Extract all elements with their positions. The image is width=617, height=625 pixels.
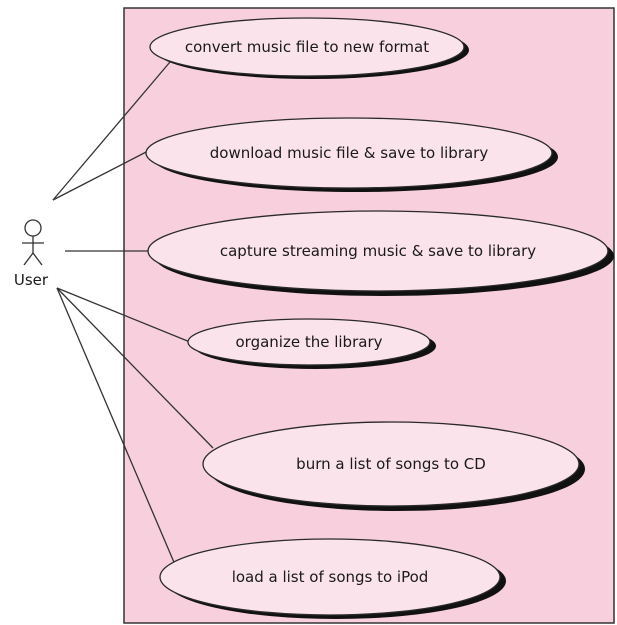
association-download — [52, 149, 151, 201]
use-case-burn-label: burn a list of songs to CD — [296, 455, 486, 473]
use-case-convert-label: convert music file to new format — [185, 38, 429, 56]
association-burn — [56, 287, 214, 449]
use-case-load-label: load a list of songs to iPod — [232, 568, 429, 586]
use-case-organize-label: organize the library — [236, 333, 383, 351]
use-case-load-ellipse — [159, 538, 501, 616]
use-case-download: download music file & save to library — [145, 117, 558, 192]
use-case-organize-ellipse — [187, 318, 431, 366]
use-case-organize: organize the library — [187, 318, 436, 369]
associations — [52, 61, 214, 568]
use-case-download-ellipse — [145, 117, 553, 189]
stick-figure-icon — [22, 219, 44, 266]
use-case-capture: capture streaming music & save to librar… — [147, 210, 614, 296]
use-case-download-label: download music file & save to library — [210, 144, 489, 162]
use-case-capture-label: capture streaming music & save to librar… — [220, 242, 536, 260]
association-convert — [52, 61, 171, 201]
use-case-burn-ellipse — [202, 421, 580, 507]
use-case-convert: convert music file to new format — [149, 17, 469, 79]
use-case-load: load a list of songs to iPod — [159, 538, 506, 619]
use-case-burn: burn a list of songs to CD — [202, 421, 585, 511]
use-case-convert-ellipse — [149, 17, 465, 77]
association-organize — [56, 287, 191, 343]
association-load — [56, 287, 177, 568]
actor-label: User — [14, 271, 49, 289]
use-case-capture-ellipse — [147, 210, 609, 292]
system-boundary — [123, 7, 615, 624]
